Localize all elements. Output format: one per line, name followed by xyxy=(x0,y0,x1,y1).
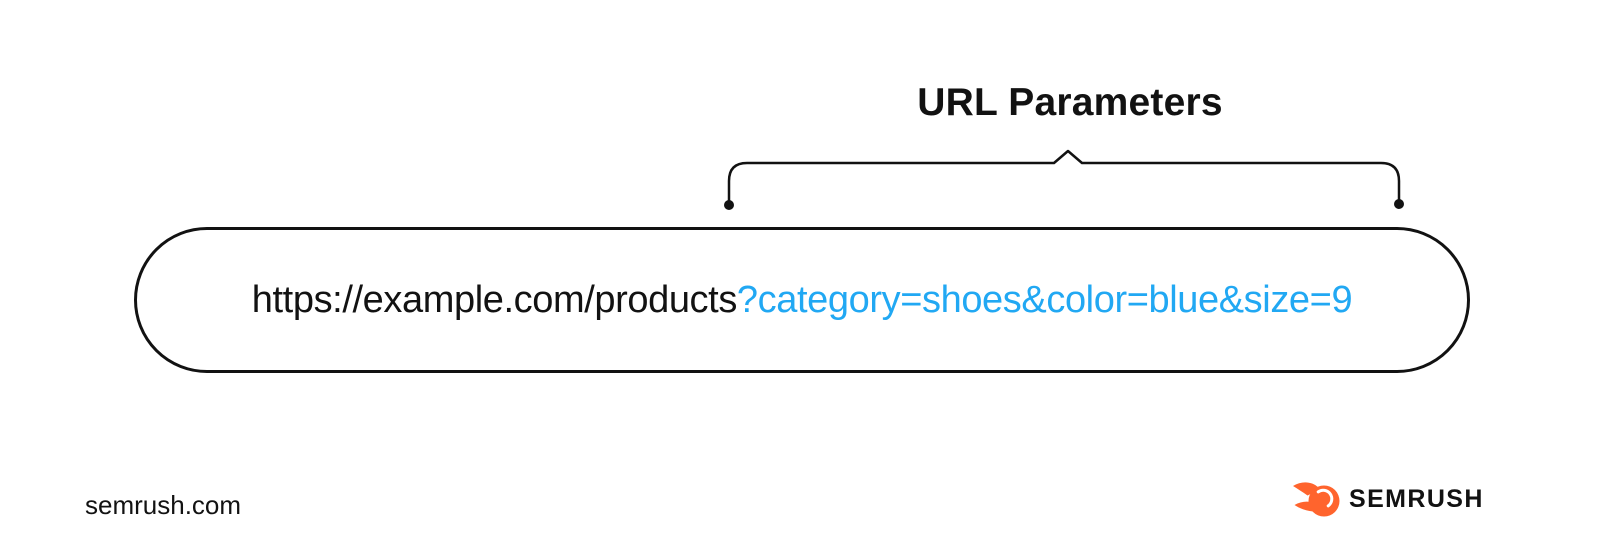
url-base-text: https://example.com/products xyxy=(251,278,738,321)
url-pill: https://example.com/products?category=sh… xyxy=(134,227,1470,373)
footer-website-text: semrush.com xyxy=(85,490,242,520)
annotation-title: URL Parameters xyxy=(917,81,1223,124)
brace-line xyxy=(727,149,1401,208)
brace-endpoint-dot-left xyxy=(724,200,734,210)
url-text: https://example.com/products?category=sh… xyxy=(251,278,1353,322)
url-params-text: ?category=shoes&color=blue&size=9 xyxy=(736,278,1353,321)
semrush-comet-icon xyxy=(1293,482,1340,517)
brand-logo: SEMRUSH xyxy=(1293,477,1484,521)
brace-endpoint-dot-right xyxy=(1394,199,1404,209)
brand-wordmark-text: SEMRUSH xyxy=(1349,484,1484,513)
